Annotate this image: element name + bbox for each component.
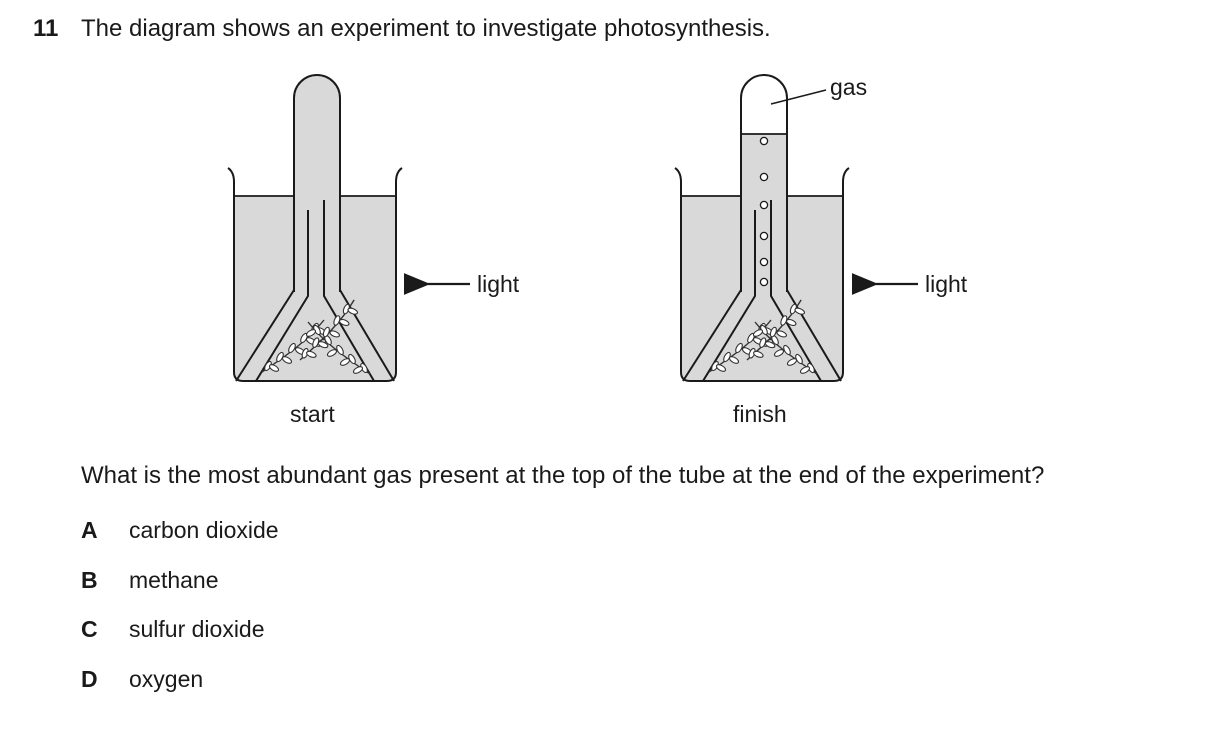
option-d-text: oxygen: [129, 666, 204, 692]
gas-leader-line: [770, 89, 827, 105]
question-number: 11: [33, 15, 59, 42]
photosynthesis-diagram: light start gas: [227, 74, 968, 427]
finish-light-label: light: [925, 271, 968, 297]
question-intro: The diagram shows an experiment to inves…: [81, 15, 771, 42]
option-c-letter: C: [81, 616, 98, 642]
question-prompt: What is the most abundant gas present at…: [81, 462, 1045, 489]
option-a-text: carbon dioxide: [129, 517, 279, 543]
finish-apparatus: [674, 74, 850, 382]
option-a-letter: A: [81, 517, 98, 543]
start-apparatus: [227, 74, 403, 382]
option-c-text: sulfur dioxide: [129, 616, 265, 642]
option-d-letter: D: [81, 666, 98, 692]
gas-label: gas: [830, 74, 867, 100]
option-b-letter: B: [81, 567, 98, 593]
start-light-label: light: [477, 271, 520, 297]
start-caption: start: [290, 401, 335, 427]
gas-bubbles: [759, 136, 769, 287]
finish-caption: finish: [733, 401, 787, 427]
option-b-text: methane: [129, 567, 219, 593]
